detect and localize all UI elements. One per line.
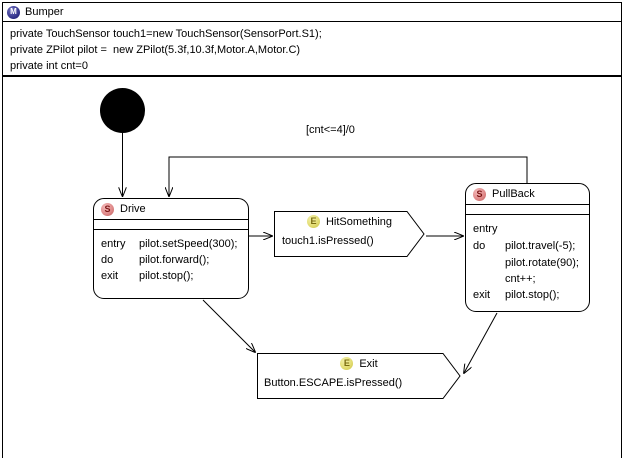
action-row: exit pilot.stop(); — [473, 287, 583, 304]
state-actions: entry do pilot.travel(-5); pilot.rotate(… — [466, 215, 589, 308]
transition-pullback-to-exit — [464, 312, 498, 373]
state-s-icon: S — [101, 202, 114, 216]
action-row: do pilot.forward(); — [101, 252, 242, 268]
transition-guard-label: [cnt<=4]/0 — [306, 124, 355, 136]
event-node-hitsomething[interactable]: E HitSomething touch1.isPressed() — [274, 211, 425, 257]
action-value: pilot.forward(); — [139, 254, 210, 266]
state-actions: entry pilot.setSpeed(300); do pilot.forw… — [94, 230, 248, 288]
state-node-drive[interactable]: S Drive entry pilot.setSpeed(300); do pi… — [93, 198, 249, 299]
action-key: entry — [101, 238, 126, 250]
action-value: pilot.setSpeed(300); — [139, 238, 238, 250]
state-name-label: PullBack — [492, 188, 535, 200]
event-title-row: E Exit — [257, 357, 461, 370]
action-key: do — [101, 254, 114, 266]
state-header: S Drive — [94, 199, 248, 220]
event-name-label: Exit — [359, 357, 378, 370]
page-title: Bumper — [25, 6, 64, 18]
diagram-canvas[interactable]: [cnt<=4]/0 S Drive entry pilot.setSpeed(… — [3, 79, 621, 458]
action-key: exit — [101, 270, 119, 282]
action-key: entry — [473, 223, 498, 235]
event-condition-label: Button.ESCAPE.isPressed() — [264, 377, 403, 389]
event-node-exit[interactable]: E Exit Button.ESCAPE.isPressed() — [257, 353, 461, 399]
action-row: entry pilot.setSpeed(300); — [101, 236, 242, 252]
declaration-line: private int cnt=0 — [10, 60, 88, 72]
event-content: E HitSomething touch1.isPressed() — [274, 211, 425, 257]
action-row: entry — [473, 221, 583, 238]
state-s-icon: S — [473, 187, 486, 201]
model-m-icon: M — [7, 5, 20, 19]
state-name-label: Drive — [120, 203, 146, 215]
transition-drive-to-exit — [202, 299, 255, 352]
event-name-label: HitSomething — [325, 215, 393, 228]
event-title-row: E HitSomething — [274, 215, 425, 228]
action-key: exit — [473, 289, 491, 301]
action-value: pilot.travel(-5); — [505, 240, 576, 252]
declaration-line: private TouchSensor touch1=new TouchSens… — [10, 28, 322, 40]
state-header: S PullBack — [466, 184, 589, 205]
action-row: do pilot.travel(-5); — [473, 238, 583, 255]
action-key: do — [473, 240, 486, 252]
state-divider — [466, 205, 589, 215]
declaration-line: private ZPilot pilot = new ZPilot(5.3f,1… — [10, 44, 301, 56]
action-value — [505, 221, 583, 238]
action-continuation: cnt++; — [505, 273, 536, 285]
event-e-icon: E — [340, 357, 354, 370]
transition-pullback-to-drive — [169, 156, 528, 196]
state-divider — [94, 220, 248, 230]
action-value: pilot.stop(); — [139, 270, 194, 282]
action-continuation: pilot.rotate(90); — [505, 257, 579, 269]
declarations-pane[interactable]: private TouchSensor touch1=new TouchSens… — [3, 22, 621, 77]
event-e-icon: E — [306, 215, 320, 228]
transition-edge-layer — [3, 133, 528, 458]
event-content: E Exit Button.ESCAPE.isPressed() — [257, 353, 461, 399]
event-condition-label: touch1.isPressed() — [282, 235, 374, 247]
window-title-bar: M Bumper — [3, 3, 621, 22]
state-node-pullback[interactable]: S PullBack entry do pilot.travel(-5); pi… — [465, 183, 590, 312]
initial-pseudo-state[interactable] — [100, 88, 145, 133]
action-value: pilot.stop(); — [505, 289, 560, 301]
diagram-window: M Bumper private TouchSensor touch1=new … — [2, 2, 622, 458]
event-pentagon-shape — [257, 353, 461, 399]
action-row: exit pilot.stop(); — [101, 268, 242, 284]
